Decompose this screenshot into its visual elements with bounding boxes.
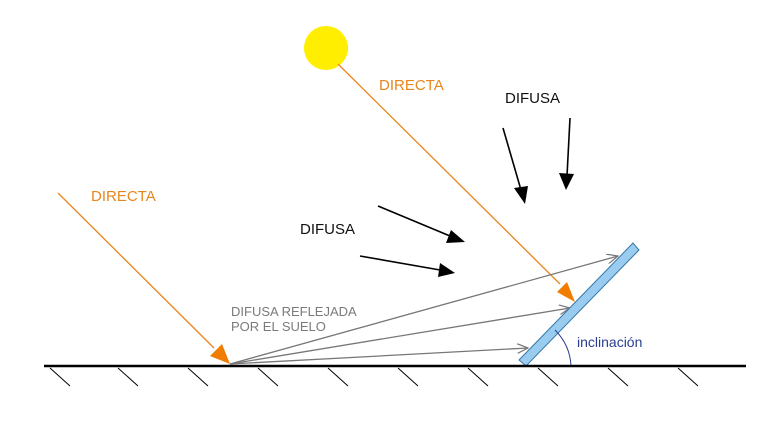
diffuse-arrow-1 (502, 127, 522, 191)
label-reflected-line1: DIFUSA REFLEJADA (231, 304, 357, 319)
label-inclination: inclinación (577, 334, 642, 350)
diffuse-arrow-3 (377, 205, 451, 237)
diffuse-arrowhead-2 (559, 173, 574, 190)
solar-panel (518, 242, 640, 367)
direct-arrowhead-ground (210, 344, 230, 364)
direct-ray-left (57, 192, 215, 349)
hatch-mark (467, 367, 489, 387)
hatch-mark (187, 367, 209, 387)
diffuse-arrow-2 (566, 117, 571, 177)
direct-arrowhead-panel (557, 282, 575, 302)
reflected-ray-2 (229, 308, 570, 365)
sun-icon (304, 26, 348, 70)
hatch-mark (677, 367, 699, 387)
reflected-ray-1 (229, 256, 618, 365)
hatch-mark (49, 367, 71, 387)
hatch-mark (327, 367, 349, 387)
hatch-mark (397, 367, 419, 387)
label-direct-left: DIRECTA (91, 188, 156, 205)
reflected-ray-3 (229, 348, 528, 365)
label-reflected-line2: POR EL SUELO (231, 319, 326, 334)
hatch-mark (607, 367, 629, 387)
diffuse-arrowhead-4 (438, 263, 455, 277)
diffuse-arrowhead-3 (446, 230, 465, 243)
label-direct-top: DIRECTA (379, 77, 444, 94)
hatch-mark (537, 367, 559, 387)
ground-hatching (49, 367, 699, 387)
direct-ray-sun (337, 63, 561, 285)
hatch-mark (117, 367, 139, 387)
hatch-mark (257, 367, 279, 387)
label-diffuse-mid: DIFUSA (300, 221, 355, 238)
label-diffuse-top: DIFUSA (505, 90, 560, 107)
diffuse-arrow-4 (359, 255, 441, 271)
inclination-arc (554, 329, 572, 367)
diffuse-arrowhead-1 (514, 186, 528, 204)
